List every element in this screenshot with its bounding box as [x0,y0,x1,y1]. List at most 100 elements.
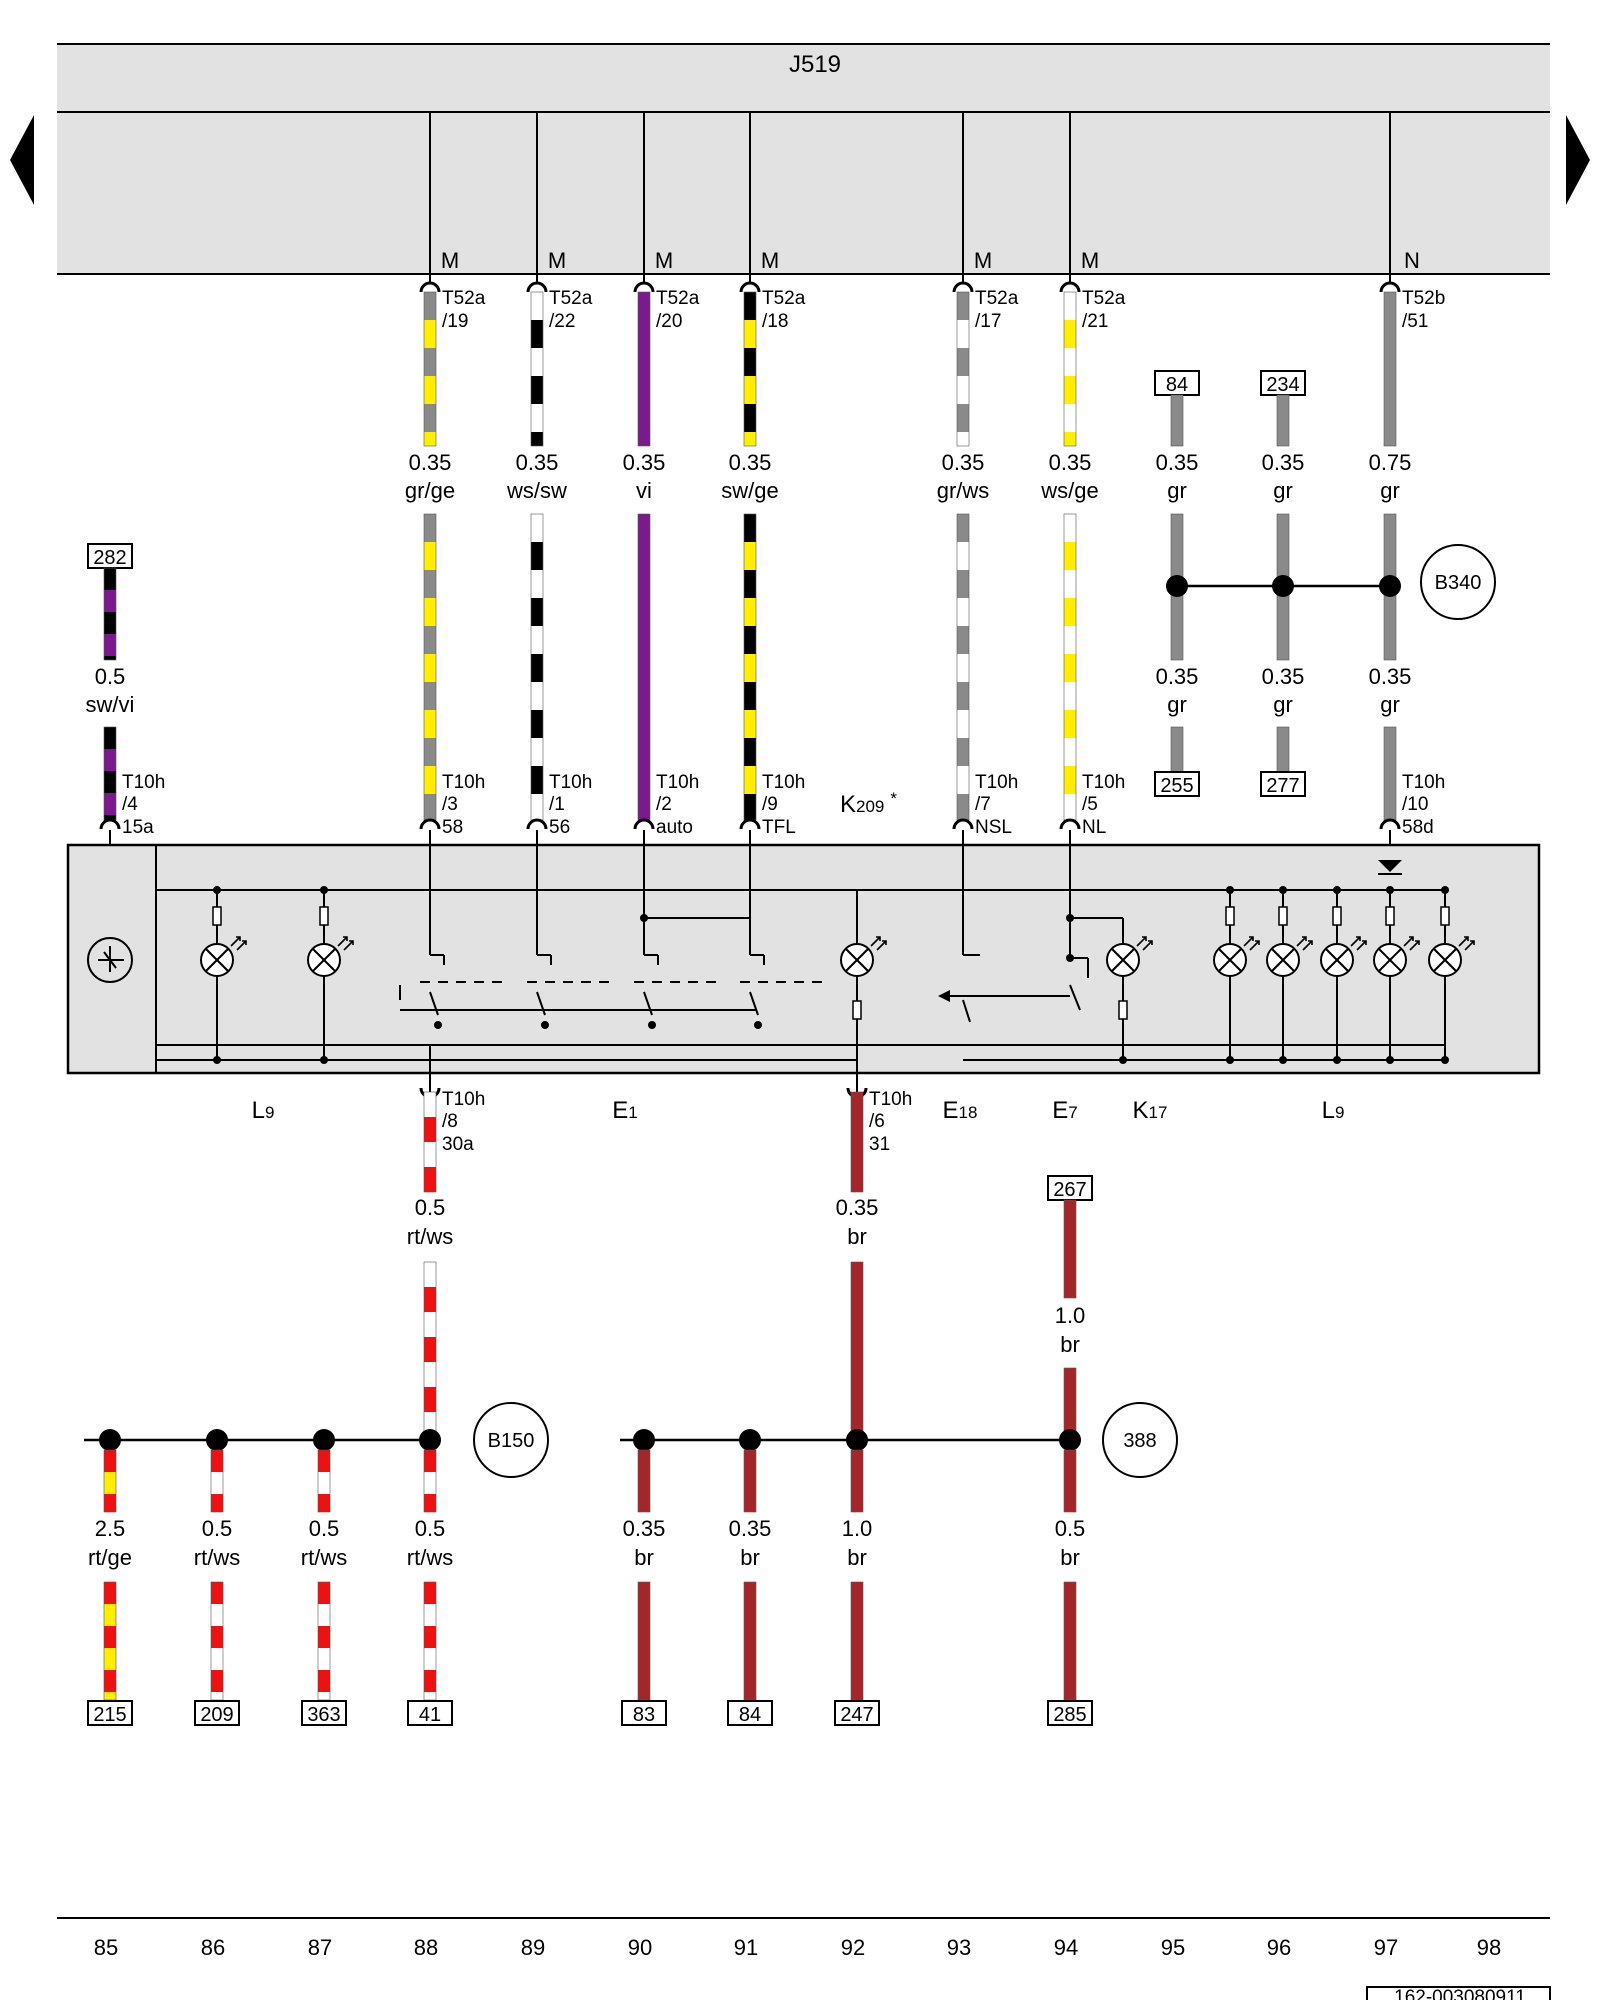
wire-upper [637,1449,651,1513]
connector-t52a-icon [952,281,974,293]
wire-stripe [104,634,116,656]
connector-label: T52a [442,288,486,309]
ref-box-bottom [301,1700,347,1726]
wire-lower [850,1581,864,1701]
wire-stripe [424,1092,436,1117]
wire-stripe [424,404,436,432]
connector-label: T10h [975,772,1018,793]
wire-lower [1276,726,1290,773]
wire-upper [1383,291,1397,447]
wire-upper [1170,394,1184,447]
wire-stripe [957,794,969,820]
wire-fill [1064,1368,1076,1440]
ref-number: 84 [1166,374,1188,396]
wire-stripe [104,568,116,590]
gauge-label: 0.35 [1156,450,1199,475]
switch-blade [429,991,439,1016]
connector-t52a-icon [633,281,655,293]
wire-stripe [531,348,543,376]
column-number: 97 [1374,1935,1398,1960]
ref-box-bottom [621,1700,667,1726]
wire-stripe [531,542,543,570]
wire-stripe [744,348,756,376]
wire-stripe [424,514,436,542]
pin-label: /10 [1402,794,1428,815]
resistor-icon [1118,1000,1128,1020]
wire-stripe [744,514,756,542]
wire-stripe [318,1494,330,1512]
wire-stripe [1064,682,1076,710]
wire-stripe [531,320,543,348]
switch-pivot [541,1021,549,1029]
connector-t10h-icon [419,818,441,830]
wire-fill [1384,292,1396,446]
wire-stripe [531,654,543,682]
page-id-box [1366,1986,1551,2000]
page-id: 162-003080911 [1394,1987,1526,2000]
wire-stripe [104,771,116,793]
pin-label: /7 [975,794,991,815]
resistor-icon [1278,906,1288,926]
color-code-label: gr [1167,692,1187,717]
lamp-cross [312,948,336,972]
resistor-icon [1332,906,1342,926]
splice-dot [1166,575,1188,597]
wire-stripe [318,1670,330,1692]
wire-lower [530,513,544,821]
gauge-label: 0.5 [95,664,126,689]
connector-label: T10h [656,772,699,793]
wire-stripe [424,1287,436,1312]
gauge-label: 0.35 [729,1516,772,1541]
wire-stripe [424,1626,436,1648]
connector-t10h-icon [1379,818,1401,830]
connector-label: T10h [1082,772,1125,793]
splice-dot [1272,575,1294,597]
ref-number: 255 [1160,775,1193,797]
connector-label: T10h [549,772,592,793]
lamp-cross [1111,948,1135,972]
wire-fill [744,1582,756,1700]
ref-number: 277 [1266,775,1299,797]
wire-outline [103,1449,117,1513]
wire-stripe [424,1117,436,1142]
wire-stripe [957,738,969,766]
wire-stripe [957,514,969,542]
wire-stripe [957,542,969,570]
wire-stripe [1064,320,1076,348]
wire-stripe [424,794,436,820]
wire-upper [1063,291,1077,447]
wire-stripe [1064,794,1076,820]
wire-outline [637,1449,651,1513]
ref-box-bottom [87,1700,133,1726]
wire-stripe [531,738,543,766]
junction-dot [213,1056,221,1064]
lamp-led-icon [307,936,354,977]
wire-stripe [744,542,756,570]
lamp-led-icon [1320,936,1367,977]
light-rays [337,936,354,951]
wire-stripe [1064,766,1076,794]
light-rays [1350,936,1367,951]
wire-stripe [531,376,543,404]
wire-stripe [211,1626,223,1648]
pin-label: /21 [1082,311,1108,332]
pin-label: /6 [869,1111,885,1132]
wire-stripe [104,590,116,612]
wire-stripe [1064,570,1076,598]
wire-stripe [424,1692,436,1700]
ref-box-top [87,543,133,569]
pin-group-label: M [548,248,566,273]
wire-stripe [104,727,116,749]
connector-t10h-icon [739,818,761,830]
light-rays [1403,936,1420,951]
wire-stripe [104,1472,116,1494]
wire-outline [637,291,651,447]
color-code-label: rt/ws [407,1545,453,1570]
wire-stripe [424,542,436,570]
gauge-label: 2.5 [95,1516,126,1541]
gauge-label: 0.35 [623,1516,666,1541]
column-number: 95 [1161,1935,1185,1960]
component-label: K17 [1133,1097,1168,1124]
terminal-label: 58d [1402,817,1434,838]
ref-box-bottom [1154,771,1200,797]
